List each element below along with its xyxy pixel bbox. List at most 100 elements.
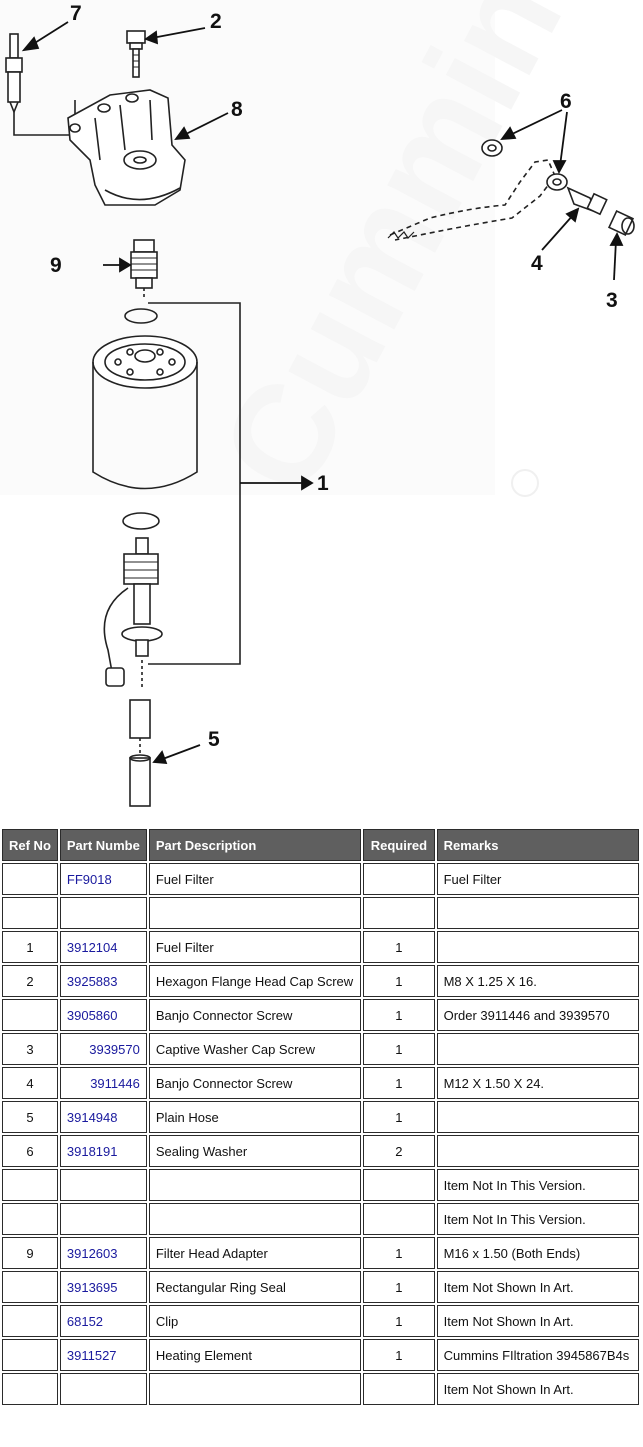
registered-mark-icon <box>511 469 539 497</box>
part-6-sealing-washer-left <box>481 139 503 157</box>
remarks-cell: Order 3911446 and 3939570 <box>436 999 639 1031</box>
remarks-cell: Item Not Shown In Art. <box>436 1271 639 1303</box>
table-row: Item Not In This Version. <box>2 1203 639 1235</box>
ref-cell <box>2 1373 58 1405</box>
remarks-cell: Item Not In This Version. <box>436 1203 639 1235</box>
required-cell: 1 <box>363 965 435 997</box>
callout-7: 7 <box>70 2 82 25</box>
callout-4: 4 <box>531 252 543 275</box>
ref-cell <box>2 1305 58 1337</box>
table-row: Item Not Shown In Art. <box>2 1373 639 1405</box>
part-9-head-adapter <box>130 239 158 300</box>
leader-arrows <box>21 21 624 765</box>
ref-cell: 9 <box>2 1237 58 1269</box>
required-cell: 1 <box>363 1101 435 1133</box>
ref-cell: 5 <box>2 1101 58 1133</box>
part-number-link[interactable]: 3911527 <box>59 1339 147 1371</box>
part-number-link[interactable]: 3912603 <box>59 1237 147 1269</box>
required-cell <box>363 897 435 929</box>
part-4-banjo-screw <box>566 186 608 216</box>
part-number-link[interactable]: FF9018 <box>59 863 147 895</box>
ref-cell: 3 <box>2 1033 58 1065</box>
remarks-cell: Fuel Filter <box>436 863 639 895</box>
header-part-description[interactable]: Part Description <box>148 829 362 861</box>
callout-3: 3 <box>606 289 618 312</box>
remarks-cell <box>436 1033 639 1065</box>
description-cell: Fuel Filter <box>148 931 362 963</box>
part-3-captive-washer-screw <box>607 209 635 237</box>
table-header-row: Ref No Part Numbe Part Description Requi… <box>2 829 639 861</box>
callout-9: 9 <box>50 254 62 277</box>
callout-2: 2 <box>210 10 222 33</box>
description-cell: Fuel Filter <box>148 863 362 895</box>
table-row: Item Not In This Version. <box>2 1169 639 1201</box>
ref-cell: 1 <box>2 931 58 963</box>
header-required[interactable]: Required <box>363 829 435 861</box>
part-number-link[interactable]: 3905860 <box>59 999 147 1031</box>
description-cell <box>148 1373 362 1405</box>
ref-cell: 2 <box>2 965 58 997</box>
o-ring-top <box>124 308 158 324</box>
part-number-link[interactable]: 68152 <box>59 1305 147 1337</box>
header-part-number[interactable]: Part Numbe <box>59 829 147 861</box>
description-cell <box>148 897 362 929</box>
required-cell <box>363 1373 435 1405</box>
required-cell <box>363 863 435 895</box>
part-5-plain-hose <box>129 699 151 807</box>
required-cell: 1 <box>363 931 435 963</box>
part-number-link <box>59 1169 147 1201</box>
description-cell: Banjo Connector Screw <box>148 999 362 1031</box>
callout-5: 5 <box>208 728 220 751</box>
description-cell <box>148 1203 362 1235</box>
remarks-cell: Cummins FIltration 3945867B4s <box>436 1339 639 1371</box>
ref-cell: 6 <box>2 1135 58 1167</box>
remarks-cell: Item Not In This Version. <box>436 1169 639 1201</box>
description-cell: Captive Washer Cap Screw <box>148 1033 362 1065</box>
required-cell: 1 <box>363 1237 435 1269</box>
required-cell: 1 <box>363 999 435 1031</box>
required-cell: 1 <box>363 1339 435 1371</box>
ref-cell <box>2 897 58 929</box>
description-cell: Clip <box>148 1305 362 1337</box>
description-cell: Heating Element <box>148 1339 362 1371</box>
part-number-link[interactable]: 3912104 <box>59 931 147 963</box>
ref-cell: 4 <box>2 1067 58 1099</box>
part-2-cap-screw <box>126 30 146 78</box>
part-number-link[interactable]: 3925883 <box>59 965 147 997</box>
table-row <box>2 897 639 929</box>
remarks-cell: M8 X 1.25 X 16. <box>436 965 639 997</box>
drain-sensor-assembly <box>103 537 163 690</box>
description-cell: Filter Head Adapter <box>148 1237 362 1269</box>
parts-table: Ref No Part Numbe Part Description Requi… <box>0 827 641 1407</box>
required-cell: 2 <box>363 1135 435 1167</box>
callout-6: 6 <box>560 90 572 113</box>
part-number-link[interactable]: 3913695 <box>59 1271 147 1303</box>
description-cell: Plain Hose <box>148 1101 362 1133</box>
header-ref-no[interactable]: Ref No <box>2 829 58 861</box>
header-remarks[interactable]: Remarks <box>436 829 639 861</box>
required-cell <box>363 1203 435 1235</box>
remarks-cell: M16 x 1.50 (Both Ends) <box>436 1237 639 1269</box>
part-number-link[interactable]: 3918191 <box>59 1135 147 1167</box>
exploded-parts-diagram: Cummins <box>5 2 635 807</box>
part-number-link[interactable]: 3911446 <box>59 1067 147 1099</box>
description-cell <box>148 1169 362 1201</box>
remarks-cell <box>436 1101 639 1133</box>
callout-8: 8 <box>231 98 243 121</box>
part-1-fuel-filter <box>92 335 198 490</box>
required-cell: 1 <box>363 1271 435 1303</box>
required-cell: 1 <box>363 1033 435 1065</box>
part-number-link[interactable]: 3914948 <box>59 1101 147 1133</box>
remarks-cell <box>436 897 639 929</box>
part-7-stud <box>5 33 76 136</box>
description-cell: Banjo Connector Screw <box>148 1067 362 1099</box>
description-cell: Hexagon Flange Head Cap Screw <box>148 965 362 997</box>
fuel-line-assembly <box>387 159 556 241</box>
part-number-link[interactable]: 3939570 <box>59 1033 147 1065</box>
